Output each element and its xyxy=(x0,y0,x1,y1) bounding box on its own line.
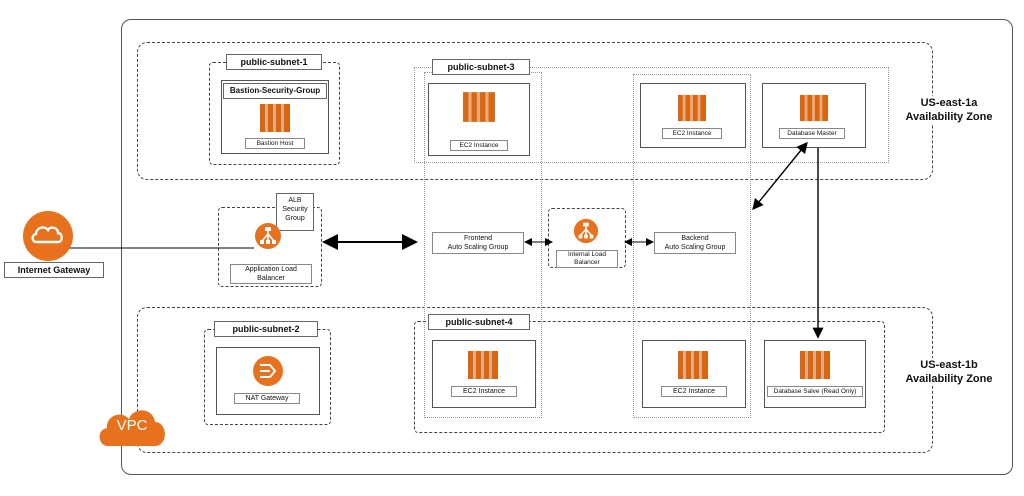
bastion-group-label: Bastion-Security-Group xyxy=(223,83,327,99)
database-master-label: Database Master xyxy=(779,128,845,139)
ec2-icon xyxy=(467,350,499,385)
vpc-container xyxy=(121,19,1013,475)
nat-gateway-icon xyxy=(252,355,284,392)
database-icon xyxy=(798,94,830,127)
nat-gateway-label: NAT Gateway xyxy=(234,393,300,404)
backend-to-db-master-arrow xyxy=(752,141,808,211)
ec2-icon xyxy=(462,90,496,129)
load-balancer-icon xyxy=(573,218,599,249)
ec2-label-frontend-top: EC2 Instance xyxy=(450,140,508,151)
ec2-icon xyxy=(677,350,709,385)
subnet-4-label: public-subnet-4 xyxy=(428,314,530,330)
internet-gateway-icon xyxy=(22,210,74,267)
public-subnet-4 xyxy=(414,321,885,433)
ec2-label-frontend-bottom: EC2 Instance xyxy=(451,386,517,397)
vpc-cloud-icon xyxy=(96,396,168,455)
subnet-1-label: public-subnet-1 xyxy=(226,54,322,70)
backend-asg-region xyxy=(633,74,751,418)
ec2-icon xyxy=(259,103,291,138)
alb-security-group xyxy=(218,207,322,287)
internet-gateway-label: Internet Gateway xyxy=(4,262,104,278)
ec2-label-backend-bottom: EC2 Instance xyxy=(661,386,727,397)
subnet-3-label: public-subnet-3 xyxy=(432,59,530,75)
subnet-3-dotted-region xyxy=(414,67,889,163)
vpc-label: VPC xyxy=(116,417,148,434)
ec2-icon xyxy=(676,94,708,127)
subnet-2-label: public-subnet-2 xyxy=(214,321,318,337)
ec2-label-backend-top: EC2 Instance xyxy=(662,128,722,139)
bastion-host-label: Bastion Host xyxy=(245,138,305,149)
database-slave-label: Database Salve (Read Only) xyxy=(767,386,863,397)
database-icon xyxy=(799,350,831,385)
load-balancer-icon xyxy=(254,222,282,255)
